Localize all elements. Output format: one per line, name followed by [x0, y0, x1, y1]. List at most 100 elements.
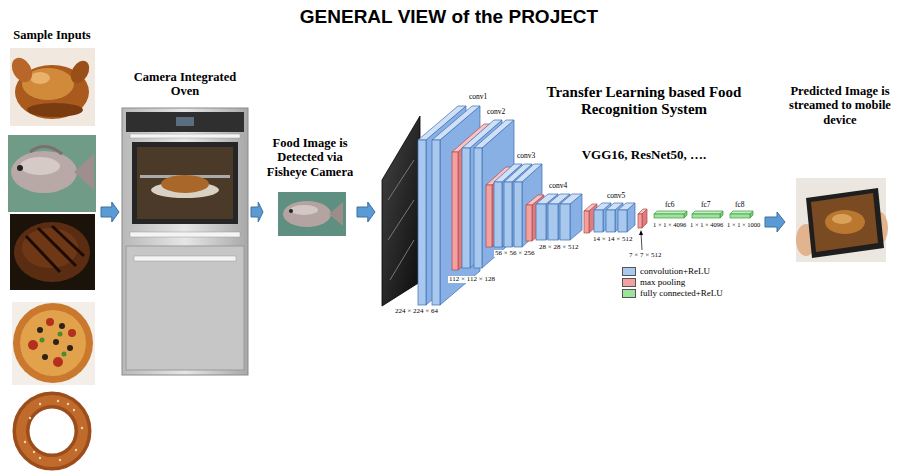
layer-name: conv1 [468, 93, 488, 101]
input-image-slab [382, 116, 420, 306]
text-slot: Sample Inputs [4, 28, 100, 42]
tablet-photo [825, 210, 865, 234]
fish-photo [74, 154, 94, 190]
pizza-photo [37, 323, 73, 360]
layer-name: fc7 [700, 201, 712, 209]
text-slot: Food Image is Detected via Fisheye Camer… [264, 136, 356, 179]
text-slot: 224 × 224 × 64 [394, 308, 439, 315]
fc-layer [692, 214, 720, 218]
simit-photo [24, 441, 26, 443]
tablet-photo [796, 178, 886, 262]
dimension-label: 28 × 28 × 512 [538, 244, 579, 251]
detected-fish-photo [289, 209, 293, 213]
pool-layer [486, 185, 492, 247]
text-slot: 1 × 1 × 1000 [726, 222, 761, 229]
pizza-photo [12, 302, 95, 385]
text-slot: conv5 [606, 192, 626, 200]
input-image-slab [382, 116, 420, 306]
conv-layer [536, 204, 546, 240]
conv-layer [560, 194, 582, 204]
simit-photo [81, 427, 83, 429]
steak-photo [26, 236, 60, 272]
pizza-photo [59, 323, 65, 329]
pizza-photo [40, 338, 45, 343]
simit-photo [39, 457, 41, 459]
simit-photo [8, 392, 96, 470]
simit-photo [59, 459, 61, 461]
legend-row: fully connected+ReLU [622, 288, 723, 299]
simit-photo [75, 449, 77, 451]
oven-picture [122, 108, 248, 375]
dimension-label: 56 × 56 × 256 [494, 250, 535, 257]
leader-line [639, 230, 643, 250]
text-slot: 56 × 56 × 256 [494, 250, 535, 257]
conv-layer [462, 120, 514, 268]
pizza-photo [12, 302, 95, 385]
node-heading: Sample Inputs [4, 28, 100, 42]
conv-layer [514, 182, 522, 247]
conv-layer [432, 140, 440, 305]
legend-swatch [622, 289, 636, 298]
pool-layer [638, 209, 647, 214]
input-group: Sample Inputs [4, 28, 100, 472]
pizza-photo [62, 352, 67, 357]
text-slot: conv3 [516, 152, 536, 160]
conv-layer [548, 204, 558, 240]
chicken-photo [67, 58, 93, 87]
simit-photo [21, 400, 83, 462]
conv-layer [606, 210, 615, 232]
text-slot: fc8 [734, 201, 746, 209]
simit-photo [24, 400, 83, 461]
conv-layer [594, 203, 635, 232]
fish-photo [20, 157, 60, 175]
pizza-photo [46, 318, 54, 326]
steak-photo [10, 214, 95, 290]
legend-text: max pooling [640, 277, 685, 287]
layer-name: conv2 [486, 108, 506, 116]
oven-picture [126, 112, 244, 132]
conv-layer [514, 164, 542, 182]
node-heading: Transfer Learning based Food Recognition… [524, 84, 764, 119]
pool-layer [584, 211, 589, 233]
text-slot: 1 × 1 × 4096 [652, 222, 687, 229]
output-box: Predicted Image is streamed to mobile de… [786, 84, 894, 264]
fc-layer [654, 211, 753, 218]
leader-line [641, 233, 642, 250]
conv-layer [536, 194, 582, 240]
pizza-photo [37, 327, 43, 333]
simit-photo [57, 400, 59, 402]
detected-fish-photo [329, 202, 343, 226]
tablet-photo [806, 188, 884, 258]
oven-picture [176, 117, 194, 126]
text-slot: 7 × 7 × 512 [628, 252, 662, 259]
simit-photo [67, 403, 69, 405]
pizza-photo [28, 318, 76, 367]
fish-photo [17, 165, 23, 171]
simit-photo [8, 392, 96, 470]
oven-picture [134, 256, 236, 261]
detection-box: Food Image is Detected via Fisheye Camer… [264, 136, 356, 240]
layer-name: fc6 [664, 201, 676, 209]
simit-photo [33, 451, 35, 453]
text-slot: 112 × 112 × 128 [448, 276, 496, 283]
steak-photo [10, 214, 95, 290]
text-slot: conv4 [548, 182, 568, 190]
dimension-label: 1 × 1 × 4096 [652, 222, 687, 229]
layer-name: conv3 [516, 152, 536, 160]
pizza-photo [53, 339, 59, 345]
dimension-label: 7 × 7 × 512 [628, 252, 662, 259]
pizza-photo [20, 310, 86, 376]
input-image-slab [388, 160, 414, 280]
conv-layer [418, 140, 426, 305]
pizza-photo [40, 332, 67, 357]
text-slot: 1 × 1 × 4096 [689, 222, 724, 229]
detected-fish-photo [290, 205, 318, 215]
simit-photo [39, 403, 41, 405]
dimension-label: 224 × 224 × 64 [394, 308, 439, 315]
block-arrow [765, 212, 785, 232]
tablet-photo [832, 214, 852, 224]
pool-layer [638, 209, 647, 228]
legend-swatch [622, 278, 636, 287]
oven-picture [130, 232, 240, 237]
dimension-label: 112 × 112 × 128 [448, 276, 496, 283]
